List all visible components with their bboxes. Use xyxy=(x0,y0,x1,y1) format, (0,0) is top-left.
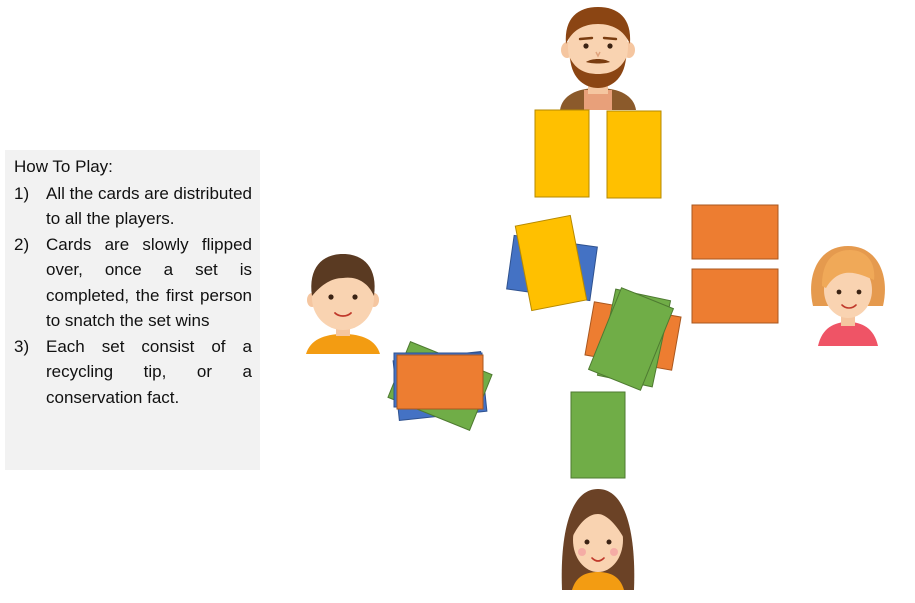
card-yellow xyxy=(606,110,662,199)
rule-item: 2) Cards are slowly flipped over, once a… xyxy=(14,232,252,334)
boy-avatar-icon xyxy=(306,254,380,354)
card-orange xyxy=(691,204,779,260)
how-to-play-title: How To Play: xyxy=(14,157,113,176)
rule-number: 3) xyxy=(14,336,30,356)
man-bearded-avatar-icon xyxy=(560,7,636,110)
card-yellow xyxy=(534,109,590,198)
card-orange xyxy=(691,268,779,324)
girl-avatar-icon xyxy=(811,246,885,346)
rule-number: 1) xyxy=(14,183,30,203)
rule-text: All the cards are distributed to all the… xyxy=(46,183,252,229)
rules-list: 1) All the cards are distributed to all … xyxy=(14,181,252,411)
rule-text: Each set consist of a recycling tip, or … xyxy=(46,336,252,407)
card-yellow xyxy=(514,214,588,312)
rule-number: 2) xyxy=(14,234,30,254)
how-to-play-panel: How To Play: 1) All the cards are distri… xyxy=(5,150,260,470)
rule-text: Cards are slowly flipped over, once a se… xyxy=(46,234,252,331)
woman-avatar-icon xyxy=(561,489,635,590)
rule-item: 1) All the cards are distributed to all … xyxy=(14,181,252,232)
card-green xyxy=(587,287,675,391)
rule-item: 3) Each set consist of a recycling tip, … xyxy=(14,334,252,411)
card-green xyxy=(570,391,626,479)
card-orange xyxy=(396,354,484,410)
